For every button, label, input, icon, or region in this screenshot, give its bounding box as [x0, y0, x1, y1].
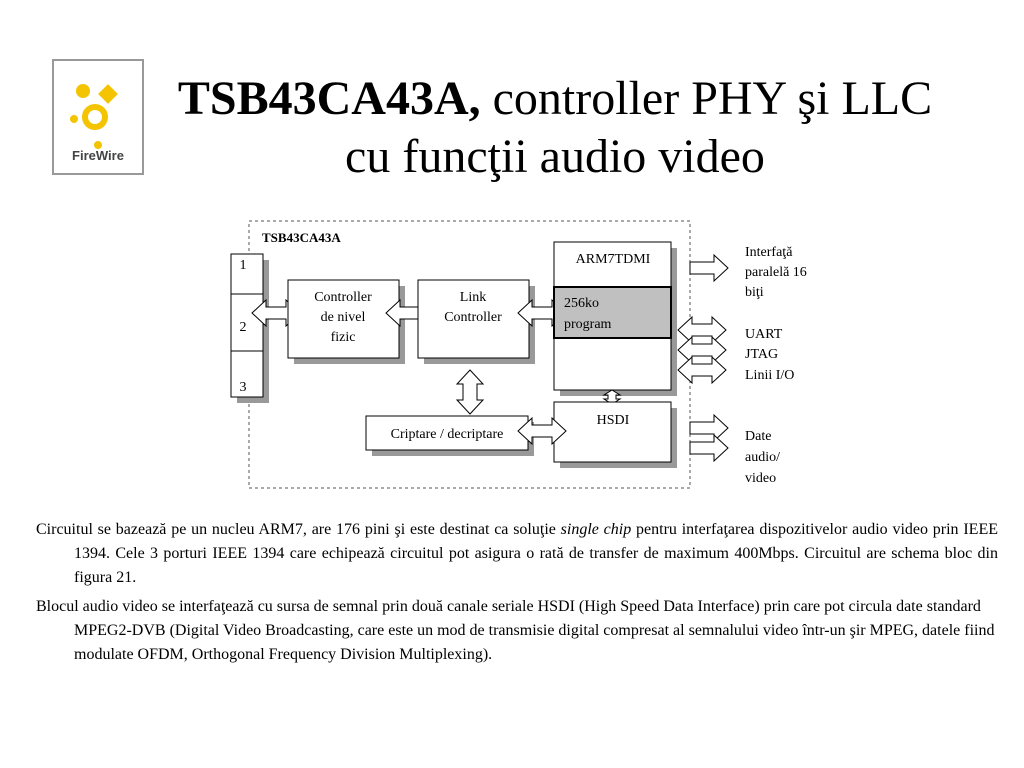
- slide-title: TSB43CA43A, controller PHY şi LLC cu fun…: [150, 70, 960, 186]
- parallel-label-3: biţi: [745, 285, 764, 300]
- phy-label-1: Controller: [314, 290, 372, 305]
- jtag-arrow: [677, 336, 727, 364]
- hsdi-block: HSDI: [553, 401, 677, 468]
- io-label: Linii I/O: [745, 368, 794, 383]
- parallel-label-1: Interfaţă: [745, 245, 793, 260]
- jtag-label: JTAG: [745, 347, 778, 362]
- logo-frame: [52, 59, 144, 175]
- av-label-2: audio/: [745, 450, 780, 465]
- crypto-label: Criptare / decriptare: [391, 427, 504, 442]
- p1-emphasis: single chip: [560, 521, 632, 538]
- arm-hsdi-arrow: [602, 389, 622, 405]
- port-1: 1: [240, 258, 247, 273]
- paragraph-1: Circuitul se bazează pe un nucleu ARM7, …: [36, 518, 998, 590]
- paragraph-2: Blocul audio video se interfaţează cu su…: [36, 598, 995, 663]
- memory-label-2: program: [564, 317, 612, 332]
- parallel-label-2: paralelă 16: [745, 265, 807, 280]
- p1-part-a: Circuitul se bazează pe un nucleu ARM7, …: [36, 521, 561, 538]
- chip-label: TSB43CA43A: [262, 230, 341, 245]
- arm-block: ARM7TDMI 256ko program: [553, 241, 677, 396]
- program-memory: [553, 286, 672, 339]
- chip-boundary: [248, 220, 691, 489]
- ports-block: 1 2 3: [230, 253, 269, 403]
- av-arrow-2: [689, 434, 729, 462]
- port-3: 3: [240, 380, 247, 395]
- phy-label-3: fizic: [331, 330, 356, 345]
- uart-label: UART: [745, 327, 783, 342]
- title-rest: controller PHY şi LLC cu funcţii audio v…: [345, 72, 933, 183]
- av-label-3: video: [745, 471, 776, 486]
- memory-label-1: 256ko: [564, 296, 599, 311]
- io-arrow: [677, 356, 727, 384]
- crypto-block: Criptare / decriptare: [365, 415, 534, 456]
- link-label-2: Controller: [444, 310, 502, 325]
- av-label-1: Date: [745, 429, 771, 444]
- parallel-arrow: [689, 254, 729, 282]
- uart-arrow: [677, 316, 727, 344]
- link-arm-arrow: [517, 299, 567, 327]
- arm-label: ARM7TDMI: [576, 252, 651, 267]
- hsdi-label: HSDI: [597, 413, 630, 428]
- body-text: Circuitul se bazează pe un nucleu ARM7, …: [36, 518, 998, 667]
- port-2: 2: [240, 320, 247, 335]
- phy-controller-block: Controller de nivel fizic: [287, 279, 405, 364]
- firewire-logo: FireWire: [52, 59, 144, 175]
- link-controller-block: Link Controller: [417, 279, 535, 364]
- p1-part-b: pentru interfaţarea dispozitivelor audio…: [74, 521, 999, 586]
- firewire-logo-icon: [70, 84, 118, 149]
- phy-label-2: de nivel: [321, 310, 366, 325]
- link-crypto-arrow: [455, 369, 485, 415]
- av-arrow-1: [689, 414, 729, 442]
- phy-link-arrow: [385, 299, 435, 327]
- logo-text: FireWire: [72, 148, 124, 163]
- crypto-hsdi-arrow: [517, 417, 567, 445]
- link-label-1: Link: [460, 290, 486, 305]
- title-chip-name: TSB43CA43A,: [177, 72, 481, 125]
- ports-phy-arrow: [251, 299, 301, 327]
